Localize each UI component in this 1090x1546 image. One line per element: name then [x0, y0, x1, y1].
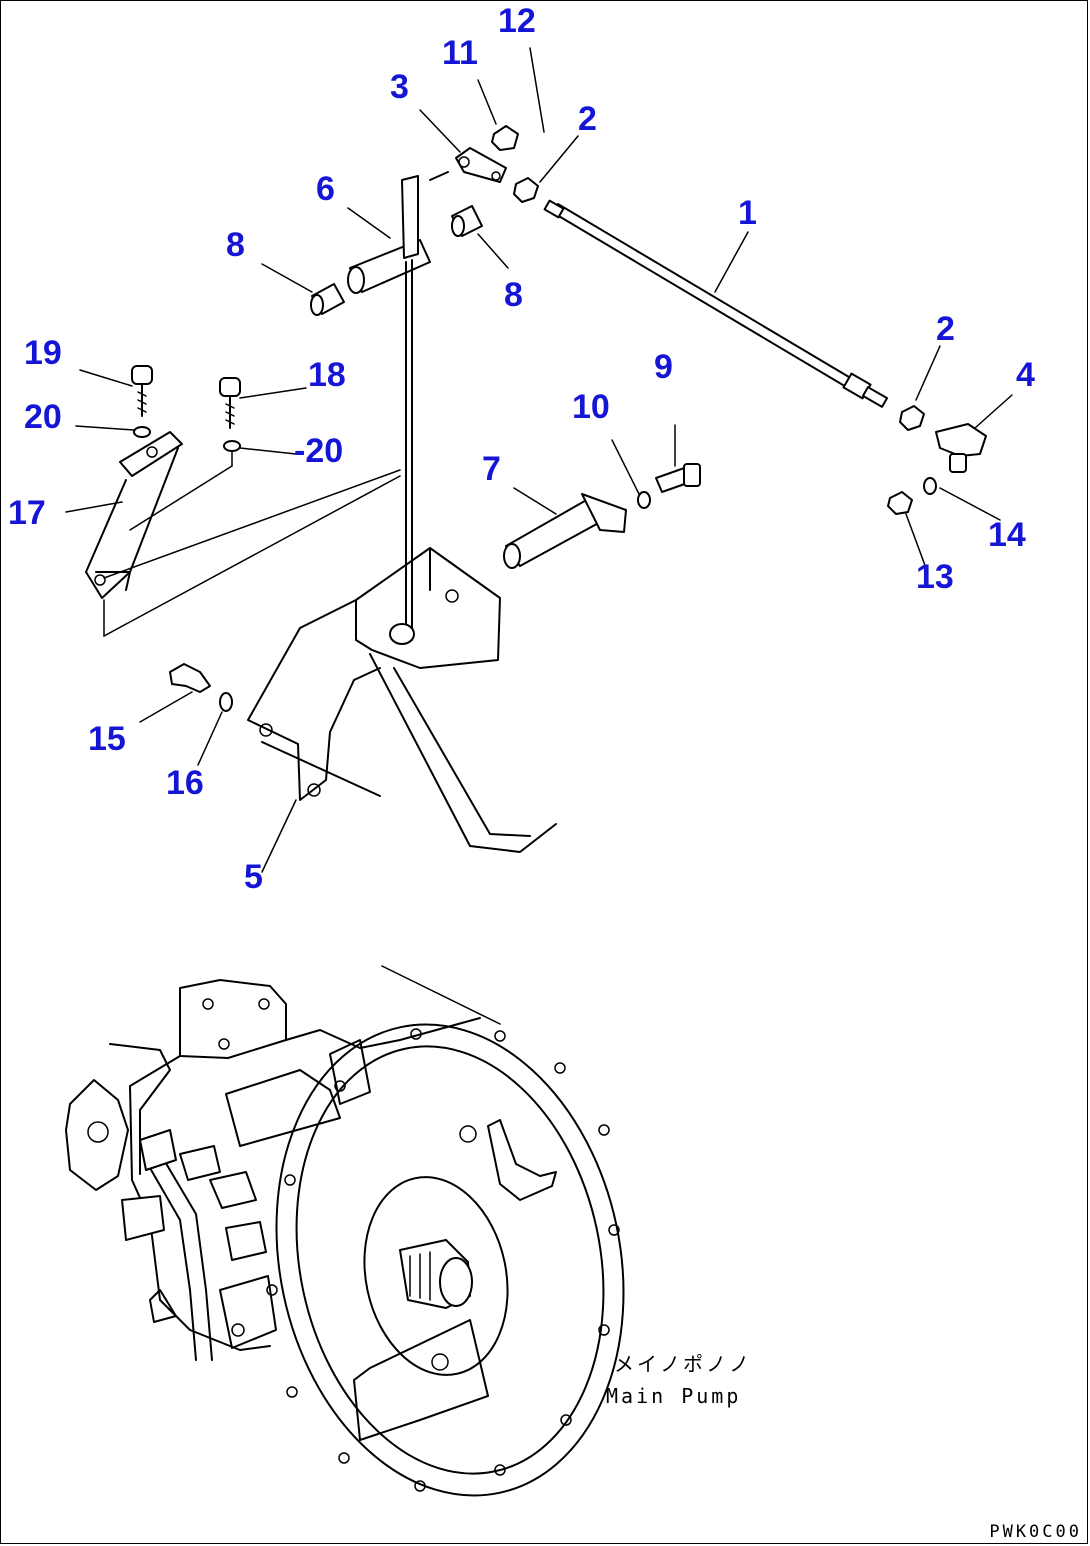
- leader-lines: [65, 47, 1013, 873]
- washer-part-14: [923, 477, 937, 495]
- callout-2-upper: 2: [578, 100, 597, 138]
- callout-18: 18: [308, 356, 346, 394]
- bolt-part-18: [219, 377, 241, 429]
- callout-10: 10: [572, 388, 610, 426]
- washer-part-20-left: [133, 426, 151, 438]
- callout-19: 19: [24, 334, 62, 372]
- bracket-part-17: [85, 431, 401, 637]
- callout-15: 15: [88, 720, 126, 758]
- washer-part-20-right: [223, 440, 241, 452]
- bracket-part-5: [247, 547, 557, 853]
- pump-label-japanese: メイノポノノ: [614, 1352, 752, 1376]
- callout-11: 11: [442, 34, 478, 72]
- pedal-shaft-part-7: [503, 493, 627, 569]
- rod-part-1: [543, 199, 889, 408]
- bushing-part-8-left: [310, 283, 345, 316]
- clevis-part-4: [935, 423, 987, 473]
- nut-part-11: [491, 125, 519, 151]
- callout-9: 9: [654, 348, 673, 386]
- callout-1: 1: [738, 194, 757, 232]
- drawing-code: PWK0C00: [989, 1522, 1082, 1542]
- callout-5: 5: [244, 858, 263, 896]
- bushing-part-8-right: [451, 205, 483, 237]
- bolt-part-9: [655, 463, 701, 493]
- shaft-part-6: [347, 175, 431, 641]
- nut-part-13: [887, 491, 913, 515]
- washer-part-10: [637, 491, 651, 509]
- callout-2-lower: 2: [936, 310, 955, 348]
- callout-7: 7: [482, 450, 501, 488]
- callout-6: 6: [316, 170, 335, 208]
- washer-part-16: [219, 692, 233, 712]
- nut-part-2-upper: [513, 177, 539, 203]
- callout-8-left: 8: [226, 226, 245, 264]
- callout-3: 3: [390, 68, 409, 106]
- callout-4: 4: [1016, 356, 1035, 394]
- callout-12: 12: [498, 2, 536, 40]
- callout-13: 13: [916, 558, 954, 596]
- callout-20-left: 20: [24, 398, 62, 436]
- pump-label-english: Main Pump: [606, 1384, 742, 1408]
- pin-part-15: [169, 663, 211, 693]
- callout-17: 17: [8, 494, 46, 532]
- callout-14: 14: [988, 516, 1026, 554]
- nut-part-2-lower: [899, 405, 925, 431]
- callout-8-right: 8: [504, 276, 523, 314]
- callout-16: 16: [166, 764, 204, 802]
- lever-part-3: [429, 147, 507, 183]
- bolt-part-19: [131, 365, 153, 417]
- main-pump: [65, 965, 625, 1497]
- callout-20-right: -20: [294, 432, 344, 470]
